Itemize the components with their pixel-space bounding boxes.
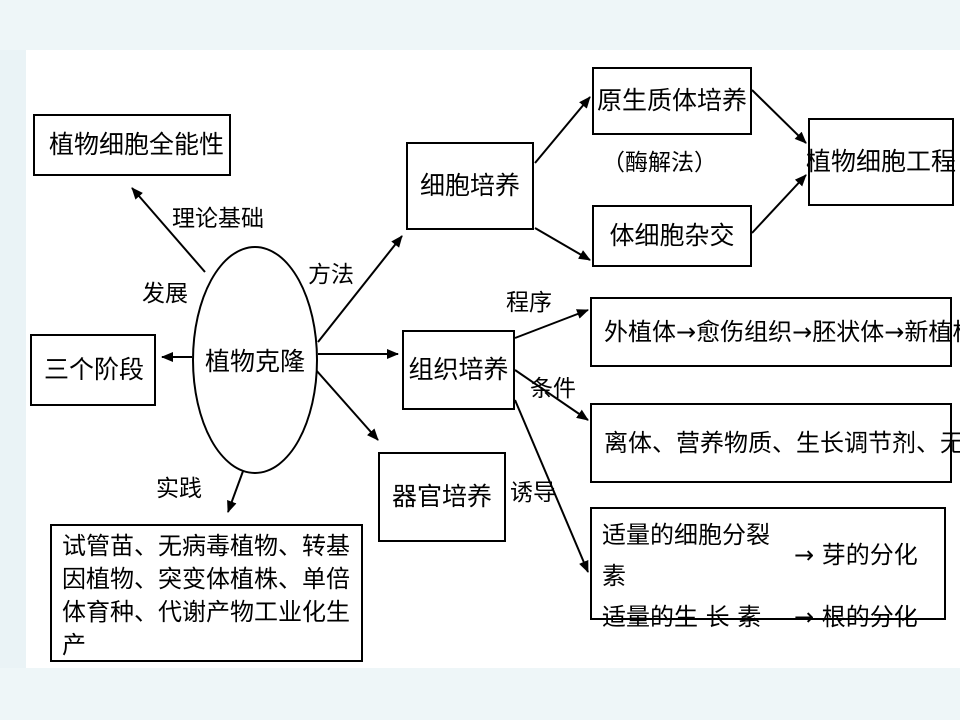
- label-tiaojian: 条件: [530, 376, 576, 402]
- box-zuzhi: 组织培养: [402, 330, 515, 410]
- label-chengxu: 程序: [506, 290, 552, 316]
- center-node: 植物克隆: [192, 246, 318, 474]
- arrow-yuan-to-gongcheng: [751, 89, 807, 144]
- youdao-row-2: 适量的生 长 素 → 根的分化: [602, 602, 918, 631]
- label-fangfa: 方法: [308, 262, 354, 288]
- label-meijie: （酶解法）: [602, 150, 717, 176]
- box-chengxu: 外植体→愈伤组织→胚状体→新植株: [590, 297, 960, 367]
- arrow-to-yuanshengzhi: [534, 96, 591, 164]
- top-band: [0, 0, 960, 50]
- arrow-to-chengxu: [514, 309, 589, 339]
- youdao-row-1: 适量的细胞分裂素 → 芽的分化: [602, 521, 918, 590]
- label-youdao: 诱导: [510, 480, 556, 506]
- box-tixibao: 体细胞杂交: [592, 205, 752, 267]
- box-shiguan: 试管苗、无病毒植物、转基因植物、突变体植株、单倍体育种、代谢产物工业化生产: [50, 524, 363, 662]
- label-fazhan: 发展: [142, 281, 188, 307]
- arrow-to-xibao: [317, 235, 403, 343]
- arrow-ti-to-gongcheng: [751, 174, 807, 234]
- arrow-to-tixibao: [534, 227, 591, 261]
- box-yuanshengzhi: 原生质体培养: [592, 67, 752, 135]
- arrow-to-tiaojian: [514, 369, 589, 421]
- center-label: 植物克隆: [204, 347, 305, 376]
- box-gongcheng: 植物细胞工程: [806, 118, 956, 206]
- label-shijian: 实践: [156, 476, 202, 502]
- label-lilun: 理论基础: [172, 206, 264, 232]
- box-qiguan: 器官培养: [378, 452, 506, 542]
- arrow-to-qiguan: [315, 369, 379, 441]
- box-tiaojian: 离体、营养物质、生长调节剂、无菌: [590, 403, 960, 483]
- box-xibao: 细胞培养: [406, 142, 534, 230]
- box-youdao: 适量的细胞分裂素 → 芽的分化 适量的生 长 素 → 根的分化: [590, 507, 946, 631]
- bottom-band: [0, 668, 960, 720]
- arrow-to-youdao: [514, 399, 589, 573]
- box-quanneng: 植物细胞全能性: [33, 114, 231, 176]
- arrow-to-quanneng: [131, 187, 206, 273]
- box-sange: 三个阶段: [30, 334, 156, 406]
